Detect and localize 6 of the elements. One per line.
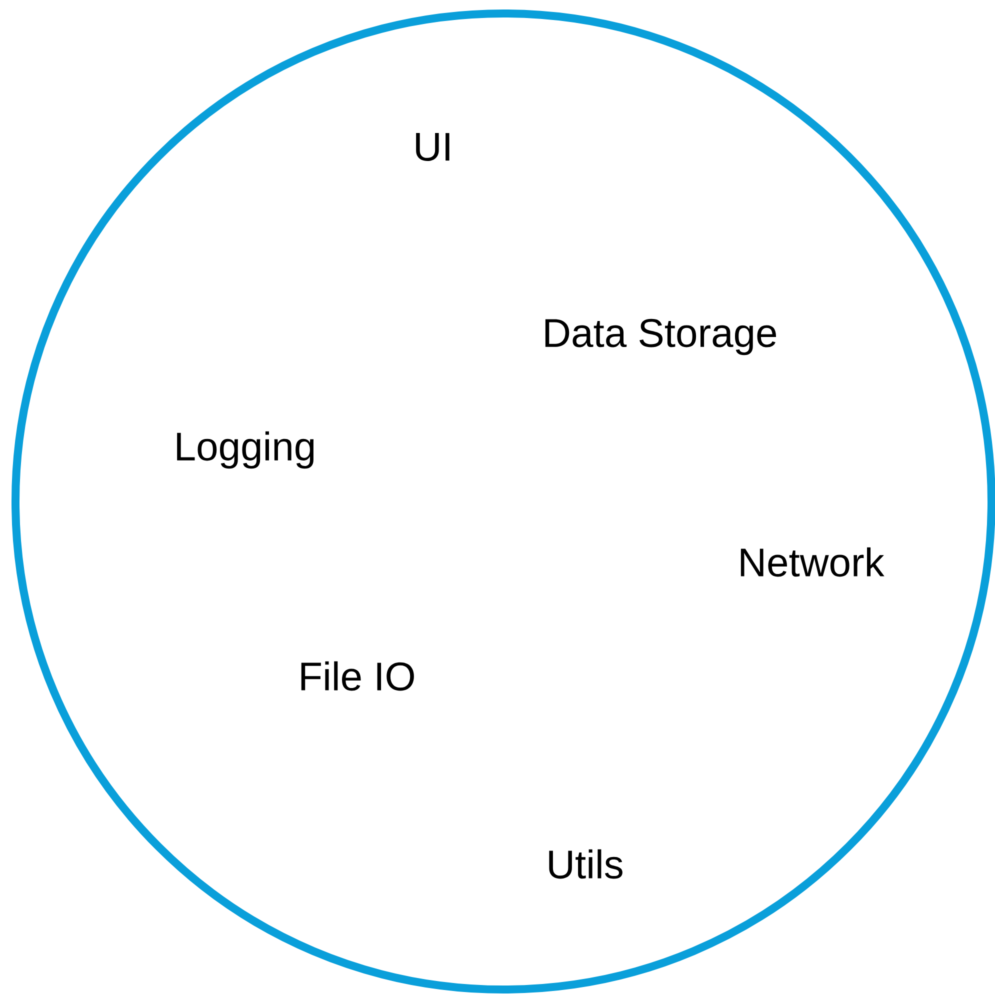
module-label: Utils: [549, 849, 622, 879]
module-label: Network: [740, 547, 884, 577]
module-label: Logging: [177, 431, 314, 469]
module-label: UI: [416, 133, 450, 161]
module-label: Data Storage: [545, 318, 776, 356]
module-label: File IO: [301, 661, 414, 691]
